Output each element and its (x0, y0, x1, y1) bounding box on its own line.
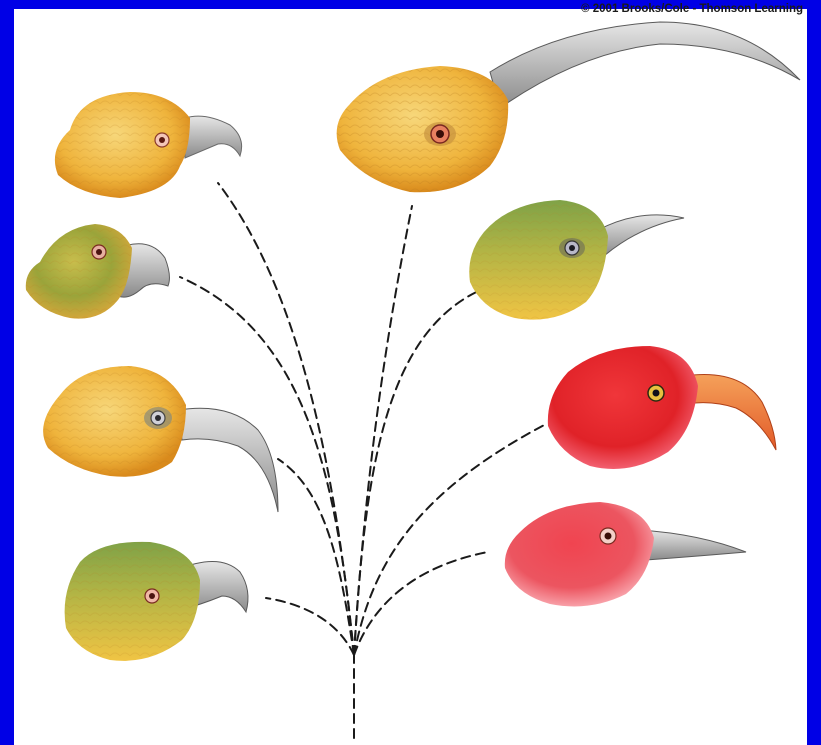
bird-head-red-straight-beak (505, 502, 746, 606)
bird-head-green-thin-beak (469, 200, 684, 320)
phylogeny-figure (14, 9, 807, 745)
bird-head-green-parrot-beak (26, 224, 170, 319)
bird-head-yellow-hooked-beak (55, 92, 242, 198)
branch-line (266, 598, 354, 655)
bird-head-red-curved-orange-beak (548, 346, 776, 469)
figure-frame: © 2001 Brooks/Cole - Thomson Learning (14, 9, 807, 745)
branch-line (354, 552, 488, 655)
bird-head-yellow-sickle-beak (43, 366, 278, 512)
bird-head-long-curved-beak (337, 22, 800, 192)
branch-line (354, 288, 485, 655)
bird-head-olive-hooked-beak (65, 542, 248, 661)
